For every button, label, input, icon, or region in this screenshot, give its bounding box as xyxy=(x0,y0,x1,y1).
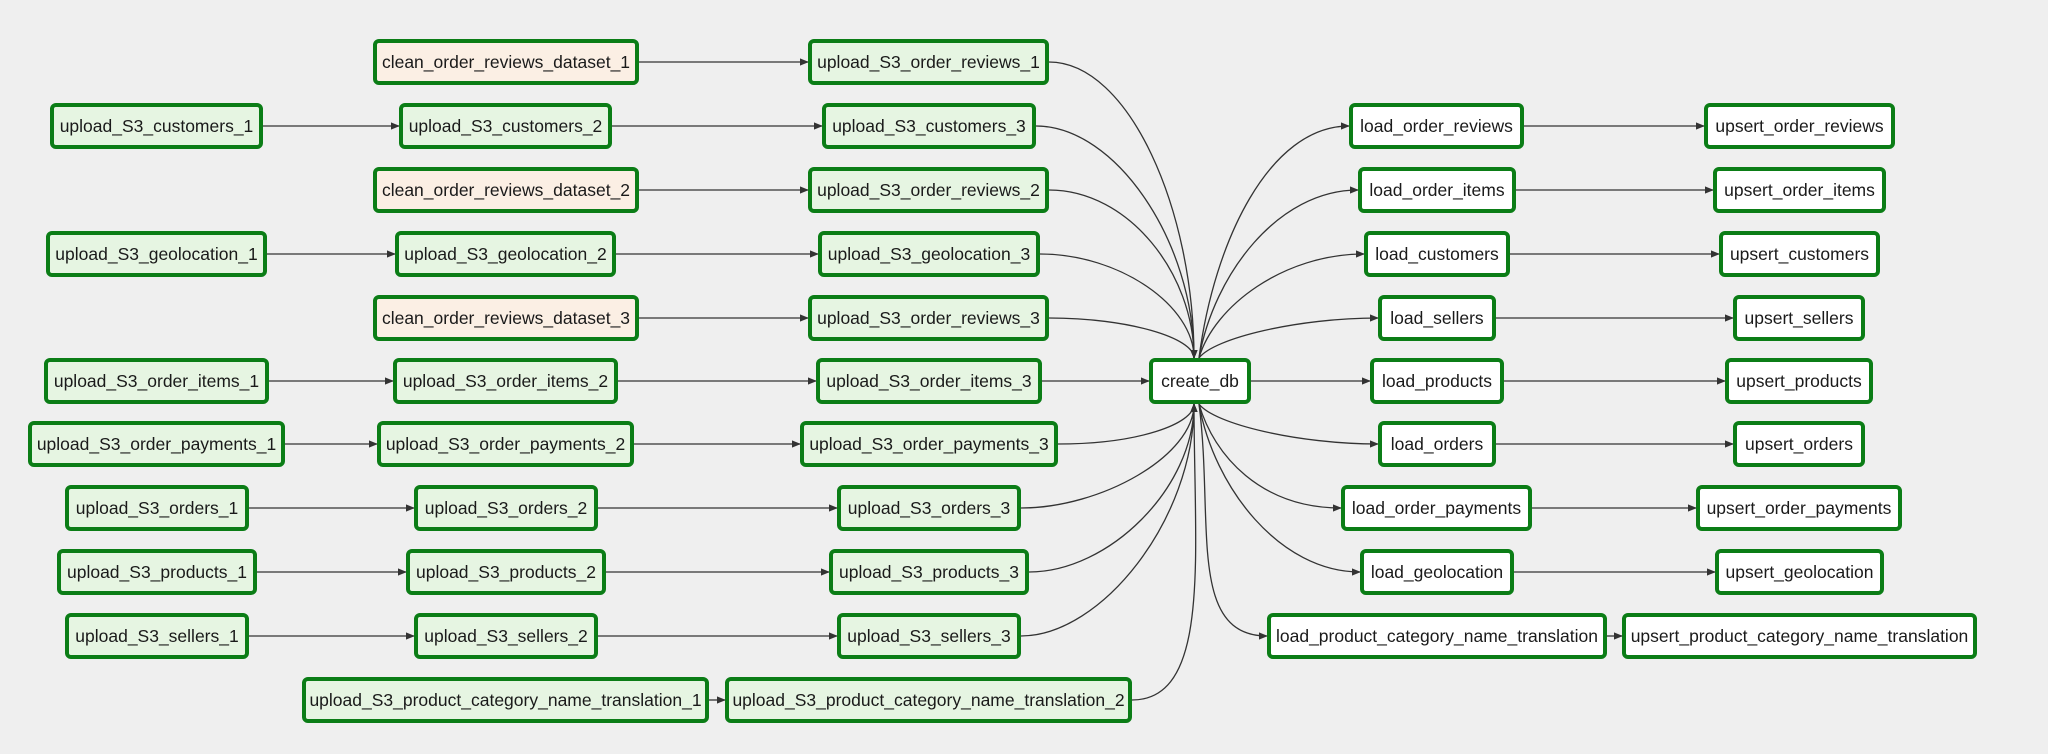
task-node-upload-s3-order-payments-2[interactable]: upload_S3_order_payments_2 xyxy=(377,421,634,467)
task-node-upsert-geolocation[interactable]: upsert_geolocation xyxy=(1715,549,1884,595)
task-node-upload-s3-geolocation-3[interactable]: upload_S3_geolocation_3 xyxy=(818,231,1040,277)
edge-upload-s3-order-payments-3-to-create-db xyxy=(1057,403,1198,445)
edge-create-db-to-load-order-reviews xyxy=(1198,122,1350,359)
task-node-upsert-sellers[interactable]: upsert_sellers xyxy=(1733,295,1865,341)
task-node-upload-s3-order-items-3[interactable]: upload_S3_order_items_3 xyxy=(816,358,1042,404)
task-node-upload-s3-geolocation-1[interactable]: upload_S3_geolocation_1 xyxy=(46,231,267,277)
edge-upload-s3-order-reviews-1-to-create-db xyxy=(1048,61,1198,359)
edge-upload-s3-geolocation-3-to-create-db xyxy=(1039,253,1198,359)
task-node-upload-s3-sellers-2[interactable]: upload_S3_sellers_2 xyxy=(414,613,598,659)
edge-upload-s3-order-reviews-2-to-create-db xyxy=(1048,189,1198,359)
task-node-upsert-customers[interactable]: upsert_customers xyxy=(1719,231,1880,277)
edge-create-db-to-load-sellers xyxy=(1198,314,1379,359)
task-node-upload-s3-order-items-1[interactable]: upload_S3_order_items_1 xyxy=(44,358,269,404)
task-node-upload-s3-customers-3[interactable]: upload_S3_customers_3 xyxy=(822,103,1036,149)
edge-create-db-to-load-orders xyxy=(1198,403,1379,448)
task-node-upload-s3-order-items-2[interactable]: upload_S3_order_items_2 xyxy=(393,358,618,404)
task-node-upload-s3-products-2[interactable]: upload_S3_products_2 xyxy=(406,549,606,595)
task-node-upload-s3-order-payments-1[interactable]: upload_S3_order_payments_1 xyxy=(28,421,285,467)
task-node-upload-s3-orders-2[interactable]: upload_S3_orders_2 xyxy=(414,485,598,531)
edge-create-db-to-load-geolocation xyxy=(1198,403,1361,576)
task-node-clean-order-reviews-dataset-3[interactable]: clean_order_reviews_dataset_3 xyxy=(373,295,639,341)
task-node-upload-s3-products-3[interactable]: upload_S3_products_3 xyxy=(829,549,1029,595)
edge-upload-s3-sellers-3-to-create-db xyxy=(1020,403,1198,637)
edge-upload-s3-product-category-name-translation-2-to-create-db xyxy=(1131,403,1198,701)
edge-create-db-to-load-product-category-name-translation xyxy=(1198,403,1268,640)
edge-upload-s3-customers-3-to-create-db xyxy=(1035,125,1198,359)
edge-upload-s3-order-reviews-3-to-create-db xyxy=(1048,317,1198,359)
task-node-load-product-category-name-translation[interactable]: load_product_category_name_translation xyxy=(1267,613,1607,659)
task-node-upsert-orders[interactable]: upsert_orders xyxy=(1733,421,1865,467)
task-node-load-order-items[interactable]: load_order_items xyxy=(1358,167,1516,213)
task-node-upload-s3-geolocation-2[interactable]: upload_S3_geolocation_2 xyxy=(395,231,616,277)
task-node-upload-s3-sellers-3[interactable]: upload_S3_sellers_3 xyxy=(837,613,1021,659)
task-node-clean-order-reviews-dataset-1[interactable]: clean_order_reviews_dataset_1 xyxy=(373,39,639,85)
task-node-upsert-products[interactable]: upsert_products xyxy=(1725,358,1873,404)
task-node-upsert-order-payments[interactable]: upsert_order_payments xyxy=(1696,485,1902,531)
task-node-load-customers[interactable]: load_customers xyxy=(1364,231,1510,277)
task-node-upsert-order-reviews[interactable]: upsert_order_reviews xyxy=(1704,103,1895,149)
task-node-upload-s3-customers-2[interactable]: upload_S3_customers_2 xyxy=(399,103,612,149)
task-node-upload-s3-order-reviews-3[interactable]: upload_S3_order_reviews_3 xyxy=(808,295,1049,341)
task-node-upload-s3-orders-3[interactable]: upload_S3_orders_3 xyxy=(837,485,1021,531)
task-node-load-order-reviews[interactable]: load_order_reviews xyxy=(1349,103,1524,149)
task-node-upload-s3-order-reviews-1[interactable]: upload_S3_order_reviews_1 xyxy=(808,39,1049,85)
task-node-upload-s3-customers-1[interactable]: upload_S3_customers_1 xyxy=(50,103,263,149)
task-node-upload-s3-orders-1[interactable]: upload_S3_orders_1 xyxy=(65,485,249,531)
task-node-load-products[interactable]: load_products xyxy=(1370,358,1504,404)
task-node-upload-s3-order-payments-3[interactable]: upload_S3_order_payments_3 xyxy=(800,421,1058,467)
edge-create-db-to-load-order-payments xyxy=(1198,403,1342,512)
edge-create-db-to-load-customers xyxy=(1198,250,1365,359)
task-node-upsert-product-category-name-translation[interactable]: upsert_product_category_name_translation xyxy=(1622,613,1977,659)
task-node-load-order-payments[interactable]: load_order_payments xyxy=(1341,485,1532,531)
task-node-load-sellers[interactable]: load_sellers xyxy=(1378,295,1496,341)
task-node-upload-s3-products-1[interactable]: upload_S3_products_1 xyxy=(57,549,257,595)
task-node-load-geolocation[interactable]: load_geolocation xyxy=(1360,549,1514,595)
task-node-load-orders[interactable]: load_orders xyxy=(1378,421,1496,467)
edge-create-db-to-load-order-items xyxy=(1198,186,1359,359)
task-node-upload-s3-product-category-name-translation-1[interactable]: upload_S3_product_category_name_translat… xyxy=(302,677,709,723)
task-node-create-db[interactable]: create_db xyxy=(1149,358,1251,404)
task-node-upload-s3-product-category-name-translation-2[interactable]: upload_S3_product_category_name_translat… xyxy=(725,677,1132,723)
task-node-upload-s3-order-reviews-2[interactable]: upload_S3_order_reviews_2 xyxy=(808,167,1049,213)
task-node-clean-order-reviews-dataset-2[interactable]: clean_order_reviews_dataset_2 xyxy=(373,167,639,213)
edge-upload-s3-products-3-to-create-db xyxy=(1028,403,1198,573)
task-node-upload-s3-sellers-1[interactable]: upload_S3_sellers_1 xyxy=(65,613,249,659)
task-node-upsert-order-items[interactable]: upsert_order_items xyxy=(1713,167,1886,213)
edge-upload-s3-orders-3-to-create-db xyxy=(1020,403,1198,509)
